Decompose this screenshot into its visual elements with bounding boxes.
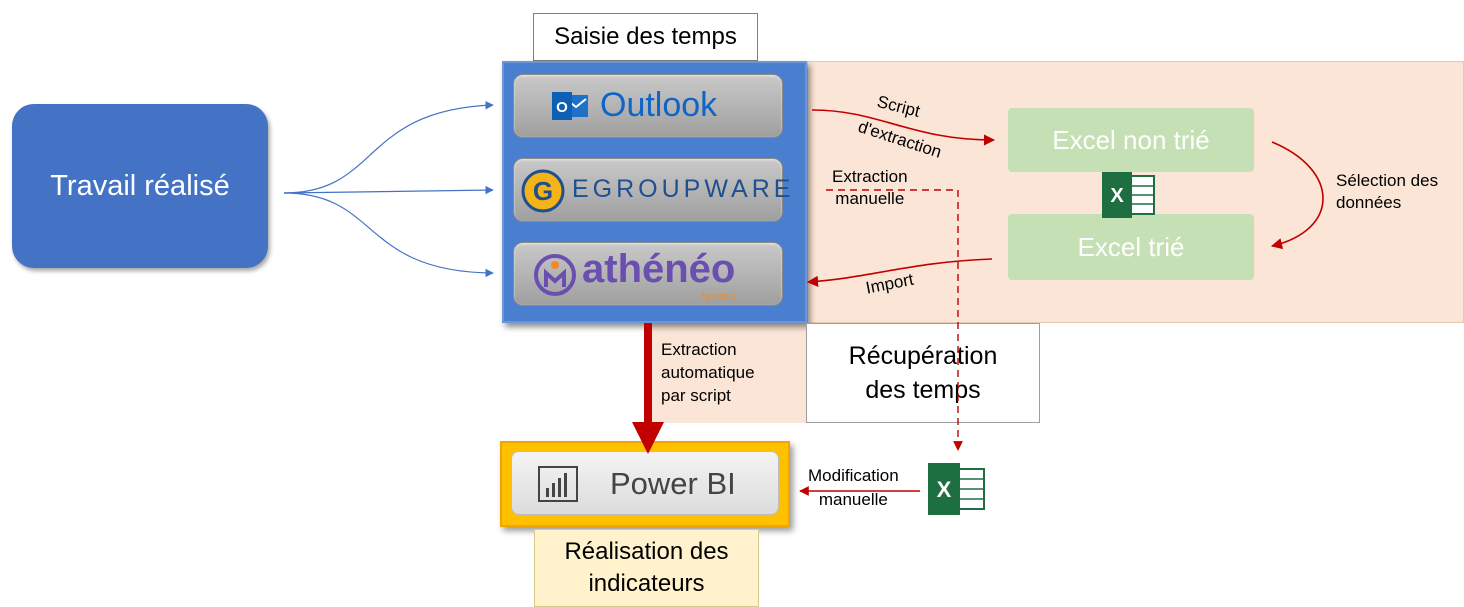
atheneo-icon xyxy=(534,254,576,296)
realisation-label-1: Réalisation des xyxy=(564,538,729,565)
powerbi-icon xyxy=(538,466,578,502)
atheneo-tile: athénéo by inotis xyxy=(513,242,783,306)
excel-non-trie-label: Excel non trié xyxy=(1052,124,1210,155)
auto-extraction-label-3: par script xyxy=(661,386,731,405)
saisie-title-label: Saisie des temps xyxy=(554,23,737,50)
edge-script-extraction xyxy=(811,109,996,146)
edge-manual-extraction xyxy=(826,189,963,451)
manual-extraction-label-2: manuelle xyxy=(835,189,905,208)
powerbi-label: Power BI xyxy=(610,466,736,501)
modification-label: Modification manuelle xyxy=(808,464,899,512)
outlook-tile: O Outlook xyxy=(513,74,783,138)
edge-import xyxy=(806,258,993,287)
selection-label-2: données xyxy=(1336,193,1402,212)
svg-text:X: X xyxy=(1110,185,1124,207)
svg-text:G: G xyxy=(533,176,553,206)
manual-extraction-label-1: Extraction xyxy=(832,167,908,186)
auto-extraction-label-2: automatique xyxy=(661,363,755,382)
edge-to-outlook xyxy=(283,101,494,194)
excel-trie-node: Excel trié xyxy=(1008,214,1254,280)
auto-extraction-label: Extraction automatique par script xyxy=(661,338,755,407)
svg-text:O: O xyxy=(556,99,568,116)
selection-label: Sélection des données xyxy=(1336,170,1438,214)
realisation-label-2: indicateurs xyxy=(588,570,705,597)
atheneo-label: athénéo xyxy=(582,247,736,291)
egroupware-label: EGROUPWARE xyxy=(572,175,795,203)
excel-manual-icon: X xyxy=(928,463,985,515)
excel-trie-label: Excel trié xyxy=(1077,231,1185,262)
edge-to-egroupware xyxy=(283,185,494,195)
saisie-title: Saisie des temps xyxy=(533,13,758,61)
manual-extraction-label: Extraction manuelle xyxy=(832,166,908,210)
outlook-icon: O xyxy=(552,92,588,120)
recuperation-node: Récupération des temps xyxy=(806,323,1040,423)
selection-label-1: Sélection des xyxy=(1336,171,1439,190)
recuperation-label-1: Récupération xyxy=(848,342,998,370)
egroupware-icon: G xyxy=(521,169,565,213)
travail-realise-node: Travail réalisé xyxy=(12,104,268,268)
travail-realise-label: Travail réalisé xyxy=(50,169,230,202)
powerbi-tile: Power BI xyxy=(511,451,779,515)
atheneo-sublabel: by inotis xyxy=(702,291,736,301)
edge-to-atheneo xyxy=(283,192,494,278)
auto-extraction-label-1: Extraction xyxy=(661,340,737,359)
recuperation-label-2: des temps xyxy=(865,376,981,404)
egroupware-tile: G EGROUPWARE xyxy=(513,158,790,222)
realisation-node: Réalisation des indicateurs xyxy=(534,529,759,607)
svg-text:X: X xyxy=(937,477,952,502)
auto-extraction-background xyxy=(651,323,806,423)
excel-non-trie-node: Excel non trié xyxy=(1008,108,1254,172)
excel-icon: X xyxy=(1102,172,1155,218)
modification-label-1: Modification xyxy=(808,466,899,485)
modification-label-2: manuelle xyxy=(818,490,888,509)
outlook-label: Outlook xyxy=(600,86,718,124)
edge-selection xyxy=(1270,141,1324,250)
